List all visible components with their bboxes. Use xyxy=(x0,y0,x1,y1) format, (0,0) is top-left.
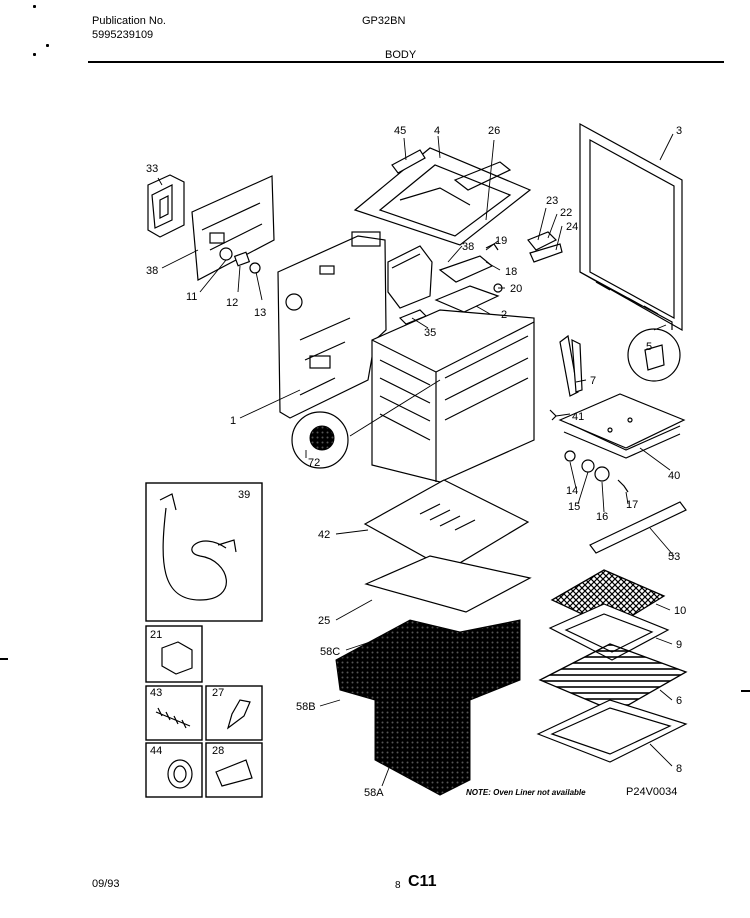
part-8-tray xyxy=(536,699,688,763)
scan-mark xyxy=(33,5,36,8)
callout-5: 5 xyxy=(646,341,652,353)
part-36-bracket xyxy=(387,245,433,309)
part-6-rack xyxy=(538,643,688,713)
inset-27 xyxy=(205,685,263,741)
part-45 xyxy=(391,149,426,174)
inset-39-power-cord xyxy=(145,482,263,622)
part-7 xyxy=(559,334,583,397)
part-53-rail xyxy=(589,501,687,554)
callout-39: 39 xyxy=(238,489,250,501)
part-3-control-panel xyxy=(579,122,683,332)
callout-21: 21 xyxy=(150,629,162,641)
callout-12: 12 xyxy=(226,297,238,309)
callout-3: 3 xyxy=(676,125,682,137)
part-40-tray xyxy=(558,393,686,459)
part-1-body-side xyxy=(277,231,387,419)
page-edge-mark xyxy=(0,658,8,660)
scan-mark xyxy=(46,44,49,47)
callout-labels: 33 38 11 12 13 1 45 4 26 3 23 22 24 38 1… xyxy=(146,125,686,799)
callout-6: 6 xyxy=(676,695,682,707)
part-58-insulation xyxy=(335,619,521,796)
callout-27: 27 xyxy=(212,687,224,699)
part-2-and-35 xyxy=(398,285,500,325)
callout-72: 72 xyxy=(308,457,320,469)
callout-38b: 38 xyxy=(462,241,474,253)
footer-date: 09/93 xyxy=(92,878,120,890)
callout-13: 13 xyxy=(254,307,266,319)
part-38-side-panel xyxy=(191,175,275,281)
callout-41: 41 xyxy=(572,411,584,423)
publication-number: 5995239109 xyxy=(92,29,154,41)
part-25-panel xyxy=(364,555,532,613)
header-rule xyxy=(88,61,724,63)
footer-page-prefix: 8 xyxy=(395,880,401,891)
section-title: BODY xyxy=(385,49,417,61)
page-edge-mark xyxy=(741,690,750,692)
callout-26: 26 xyxy=(488,125,500,137)
inset-44 xyxy=(145,742,203,798)
callout-8: 8 xyxy=(676,763,682,775)
part-41 xyxy=(549,409,557,421)
part-42-bottom-panel xyxy=(363,479,530,571)
callout-45: 45 xyxy=(394,125,406,137)
leader-lines xyxy=(157,133,675,787)
callout-42: 42 xyxy=(318,529,330,541)
footer-page-code: C11 xyxy=(408,873,437,890)
callout-58c: 58C xyxy=(320,646,340,658)
inset-28 xyxy=(205,742,263,798)
callout-58b: 58B xyxy=(296,701,316,713)
callout-9: 9 xyxy=(676,639,682,651)
callout-28: 28 xyxy=(212,745,224,757)
callout-11: 11 xyxy=(186,291,197,303)
callout-38: 38 xyxy=(146,265,158,277)
callout-1: 1 xyxy=(230,415,236,427)
callout-18: 18 xyxy=(505,266,517,278)
inset-21 xyxy=(145,625,203,683)
callout-25: 25 xyxy=(318,615,330,627)
oven-cavity xyxy=(371,309,535,483)
callout-20: 20 xyxy=(510,283,522,295)
callout-16: 16 xyxy=(596,511,608,523)
drawing-id: P24V0034 xyxy=(626,786,677,798)
inset-43 xyxy=(145,685,203,741)
parts-14-17 xyxy=(564,450,629,493)
callout-10: 10 xyxy=(674,605,686,617)
part-9-pan xyxy=(548,603,670,661)
callout-14: 14 xyxy=(566,485,578,497)
callout-40: 40 xyxy=(668,470,680,482)
publication-label: Publication No. xyxy=(92,15,166,27)
callout-23: 23 xyxy=(546,195,558,207)
oven-liner-note: NOTE: Oven Liner not available xyxy=(466,788,586,797)
callout-22: 22 xyxy=(560,207,572,219)
callout-7: 7 xyxy=(590,375,596,387)
scan-mark xyxy=(33,53,36,56)
part-5-knob-detail xyxy=(627,324,681,382)
callout-44: 44 xyxy=(150,745,162,757)
part-33-vent xyxy=(147,174,185,238)
callout-43: 43 xyxy=(150,687,162,699)
callout-19: 19 xyxy=(495,235,507,247)
callout-17: 17 xyxy=(626,499,638,511)
callout-58a: 58A xyxy=(364,787,384,799)
callout-35: 35 xyxy=(424,327,436,339)
model-number: GP32BN xyxy=(362,15,406,27)
part-4-top-burner-box xyxy=(353,147,532,246)
callout-53: 53 xyxy=(668,551,680,563)
callout-24: 24 xyxy=(566,221,578,233)
callout-2: 2 xyxy=(501,309,507,321)
callout-4: 4 xyxy=(434,125,440,137)
callout-15: 15 xyxy=(568,501,580,513)
callout-33: 33 xyxy=(146,163,158,175)
